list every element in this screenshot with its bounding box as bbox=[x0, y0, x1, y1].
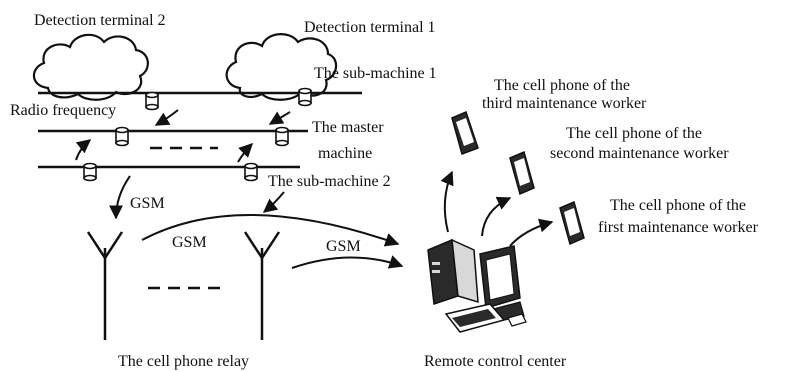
gsm-arrow-1 bbox=[109, 175, 131, 220]
sensor-device-1 bbox=[145, 91, 159, 111]
rf-arrow-4 bbox=[237, 143, 253, 163]
detection-terminal-1-label: Detection terminal 1 bbox=[304, 19, 436, 36]
relay-caption: The cell phone relay bbox=[118, 353, 249, 370]
phone-second-worker-icon bbox=[509, 150, 535, 196]
relay-antenna-2 bbox=[243, 231, 281, 340]
gsm-arrow-3 bbox=[262, 191, 285, 213]
computer-icon bbox=[427, 238, 527, 333]
master-machine-label-line2: machine bbox=[318, 145, 372, 162]
sensor-device-2 bbox=[298, 87, 312, 107]
detection-terminal-1-cloud bbox=[225, 33, 338, 101]
rf-arrow-1 bbox=[154, 109, 179, 126]
phone-third-worker-icon bbox=[451, 110, 479, 155]
sensor-device-4 bbox=[244, 162, 258, 182]
gsm-label-1: GSM bbox=[130, 195, 165, 212]
relay-antenna-1 bbox=[86, 231, 124, 340]
master-machine-label-line1: The master bbox=[312, 119, 384, 136]
first-worker-label-line1: The cell phone of the bbox=[610, 197, 746, 214]
first-worker-label-line2: first maintenance worker bbox=[598, 219, 759, 236]
arrow-to-second-worker bbox=[481, 196, 512, 237]
second-worker-label-line1: The cell phone of the bbox=[566, 125, 702, 142]
sub-machine-2-label: The sub-machine 2 bbox=[268, 173, 391, 190]
radio-frequency-label: Radio frequency bbox=[10, 102, 116, 119]
control-center-caption: Remote control center bbox=[424, 353, 567, 370]
detection-terminal-2-cloud bbox=[32, 33, 149, 101]
rf-arrow-3 bbox=[75, 139, 92, 161]
master-device-2 bbox=[275, 126, 289, 147]
master-device-1 bbox=[115, 126, 129, 147]
third-worker-label-line1: The cell phone of the bbox=[494, 77, 630, 94]
gsm-arrow-4 bbox=[291, 255, 404, 269]
second-worker-label-line2: second maintenance worker bbox=[550, 145, 729, 162]
detection-terminal-2-label: Detection terminal 2 bbox=[34, 12, 166, 29]
sensor-device-3 bbox=[83, 162, 97, 182]
gsm-label-2: GSM bbox=[172, 234, 207, 251]
arrow-to-first-worker bbox=[509, 218, 554, 247]
arrow-to-third-worker bbox=[440, 170, 454, 233]
gsm-arrow-2 bbox=[141, 213, 400, 247]
third-worker-label-line2: third maintenance worker bbox=[482, 95, 647, 112]
gsm-label-3: GSM bbox=[326, 238, 361, 255]
phone-first-worker-icon bbox=[559, 200, 585, 246]
rf-arrow-2 bbox=[268, 111, 291, 125]
sub-machine-1-label: The sub-machine 1 bbox=[314, 65, 437, 82]
